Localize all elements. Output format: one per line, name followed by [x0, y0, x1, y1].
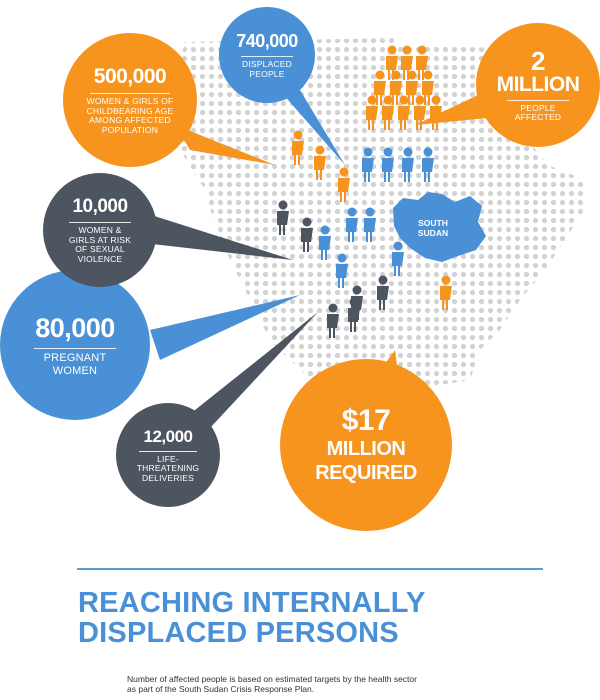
page-title-line1: REACHING INTERNALLY — [78, 587, 426, 619]
callout-people-affected-circle — [476, 23, 600, 147]
tail-pregnant — [150, 295, 300, 360]
callout-pregnant-circle — [0, 270, 150, 420]
callout-sexual-violence: 10,000 WOMEN & GIRLS AT RISK OF SEXUAL V… — [43, 173, 157, 287]
south-sudan-map — [393, 192, 486, 262]
callout-pregnant: 80,000 PREGNANT WOMEN — [0, 270, 150, 420]
callout-childbearing-circle — [63, 33, 197, 167]
callout-displaced-circle — [219, 7, 315, 103]
divider — [33, 347, 117, 349]
callout-funding-line3: REQUIRED — [315, 462, 417, 484]
callout-funding-amount: $17 — [341, 404, 391, 437]
map-dots — [175, 38, 585, 400]
tail-sexual-violence — [148, 214, 293, 260]
callout-displaced: 740,000 DISPLACED PEOPLE — [219, 7, 315, 103]
callout-funding: $17 MILLION REQUIRED — [280, 359, 452, 531]
callout-deliveries: 12,000 LIFE-THREATENING DELIVERIES — [116, 403, 220, 507]
callout-sexual-violence-number: 10,000 — [72, 196, 128, 217]
callout-funding-line2: MILLION — [326, 438, 406, 460]
infographic-art — [0, 7, 600, 531]
tail-displaced — [275, 85, 345, 165]
divider — [139, 450, 197, 452]
page-title: REACHING INTERNALLY DISPLACED PERSONS — [78, 588, 426, 648]
divider — [89, 93, 171, 94]
callout-funding-circle — [280, 359, 452, 531]
callout-people-affected-number: 2 — [531, 45, 545, 76]
callout-childbearing-number: 500,000 — [93, 65, 167, 88]
callout-deliveries-label: LIFE-THREATENING DELIVERIES — [136, 453, 200, 483]
callout-people-affected: 2 MILLION PEOPLE AFFECTED — [476, 23, 600, 147]
page-title-line2: DISPLACED PERSONS — [78, 617, 399, 649]
divider — [68, 222, 132, 223]
callout-pregnant-number: 80,000 — [35, 312, 115, 343]
divider — [507, 99, 569, 101]
callout-displaced-label: DISPLACED PEOPLE — [242, 59, 292, 79]
callout-deliveries-number: 12,000 — [143, 426, 194, 446]
tail-deliveries — [185, 312, 318, 428]
callout-sexual-violence-circle — [43, 173, 157, 287]
callout-people-affected-label: PEOPLE AFFECTED — [514, 102, 562, 122]
south-sudan-label: SOUTH SUDAN — [417, 218, 449, 238]
callout-sexual-violence-label: WOMEN & GIRLS AT RISK OF SEXUAL VIOLENCE — [68, 225, 132, 264]
callout-people-affected-unit: MILLION — [496, 72, 580, 96]
callout-displaced-number: 740,000 — [236, 31, 298, 51]
title-divider — [77, 568, 543, 570]
footnote: Number of affected people is based on es… — [127, 674, 417, 694]
tail-childbearing — [175, 125, 275, 165]
callout-deliveries-circle — [116, 403, 220, 507]
callout-pregnant-label: PREGNANT WOMEN — [43, 351, 107, 377]
divider — [240, 56, 294, 57]
callout-childbearing: 500,000 WOMEN & GIRLS OF CHILDBEARING AG… — [63, 33, 197, 167]
callout-childbearing-label: WOMEN & GIRLS OF CHILDBEARING AGE AMONG … — [86, 96, 174, 135]
